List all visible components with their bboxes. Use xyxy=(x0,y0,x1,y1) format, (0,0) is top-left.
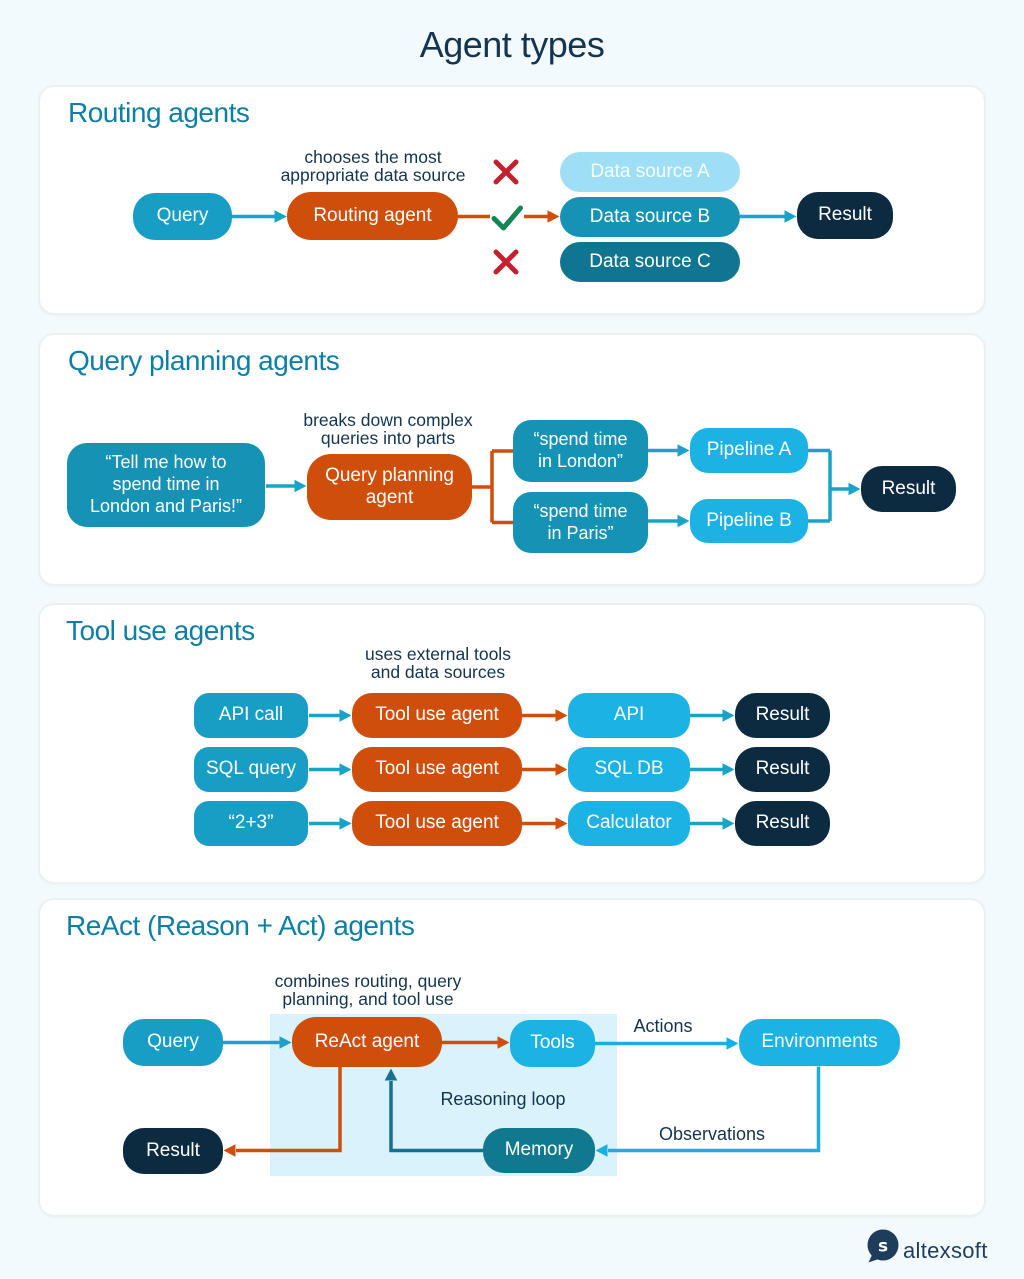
node-planning-input: “Tell me how to spend time in London and… xyxy=(67,443,265,527)
label-reasoning-loop: Reasoning loop xyxy=(440,1089,566,1109)
node-tool-result-2: Result xyxy=(735,747,830,792)
node-environments: Environments xyxy=(739,1019,900,1066)
section-title-routing: Routing agents xyxy=(68,97,250,128)
section-title-planning: Query planning agents xyxy=(68,345,340,376)
node-data-source-a: Data source A xyxy=(560,152,740,192)
caption-planning: breaks down complex queries into parts xyxy=(303,410,473,449)
node-memory: Memory xyxy=(483,1128,595,1173)
node-tools: Tools xyxy=(510,1020,595,1067)
section-title-react: ReAct (Reason + Act) agents xyxy=(66,910,415,941)
node-tool-use-agent-1: Tool use agent xyxy=(352,693,522,738)
node-react-query: Query xyxy=(123,1019,223,1066)
node-sql-query: SQL query xyxy=(194,747,308,792)
node-routing-agent: Routing agent xyxy=(287,192,458,240)
node-query: Query xyxy=(133,193,232,240)
node-tool-result-1: Result xyxy=(735,693,830,738)
node-tool-use-agent-3: Tool use agent xyxy=(352,801,522,846)
label-observations: Observations xyxy=(658,1124,766,1144)
node-sql-db: SQL DB xyxy=(568,747,690,792)
node-routing-result: Result xyxy=(797,192,893,239)
page-title: Agent types xyxy=(419,24,605,65)
caption-react: combines routing, query planning, and to… xyxy=(274,971,462,1010)
node-pipeline-b: Pipeline B xyxy=(690,499,808,543)
node-api: API xyxy=(568,693,690,738)
altexsoft-logo-icon: s xyxy=(867,1229,899,1263)
node-tool-use-agent-2: Tool use agent xyxy=(352,747,522,792)
node-pipeline-a: Pipeline A xyxy=(690,428,808,473)
node-data-source-b: Data source B xyxy=(560,197,740,237)
node-calculator: Calculator xyxy=(568,801,690,846)
node-two-plus-three: “2+3” xyxy=(194,801,308,846)
node-tool-result-3: Result xyxy=(735,801,830,846)
node-react-agent: ReAct agent xyxy=(292,1017,442,1067)
svg-text:s: s xyxy=(878,1237,888,1257)
section-title-tools: Tool use agents xyxy=(66,615,255,646)
label-actions: Actions xyxy=(633,1016,693,1036)
caption-routing: chooses the most appropriate data source xyxy=(280,147,466,186)
node-part-paris: “spend time in Paris” xyxy=(513,492,648,553)
altexsoft-logo-text: altexsoft xyxy=(903,1238,988,1263)
node-data-source-c: Data source C xyxy=(560,242,740,282)
node-part-london: “spend time in London” xyxy=(513,420,648,482)
node-planning-result: Result xyxy=(861,466,956,512)
node-api-call: API call xyxy=(194,693,308,738)
node-query-planning-agent: Query planning agent xyxy=(307,454,472,520)
node-react-result: Result xyxy=(123,1128,223,1174)
caption-tools: uses external tools and data sources xyxy=(365,644,511,683)
